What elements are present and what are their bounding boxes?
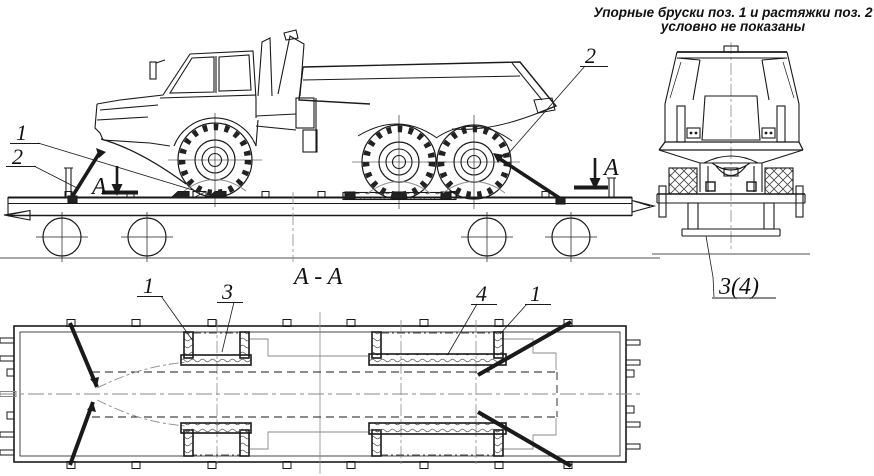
front-mirror-left — [676, 105, 686, 143]
note-line-1: Упорные бруски поз. 1 и растяжки поз. 2 — [593, 5, 873, 20]
end-fittings — [0, 337, 641, 456]
front-view: 3(4) — [652, 42, 810, 300]
left-end-bracket — [3, 209, 31, 221]
section-label-right: A — [602, 155, 619, 181]
note-line-2: условно не показаны — [660, 19, 806, 34]
right-stanchion — [607, 177, 616, 199]
windshield — [168, 56, 215, 94]
articulation-joint — [255, 97, 318, 153]
flatcar-side — [3, 167, 657, 262]
callout-side-brace: 2 — [12, 144, 23, 169]
side-view: 1 2 2 A A — [0, 29, 660, 262]
callout-front-block-ref: 3(4) — [718, 274, 759, 300]
section-label-left: A — [90, 174, 107, 200]
callout-plan-4: 4 — [476, 281, 487, 306]
tie-rod-rear — [493, 153, 566, 205]
plan-callouts: 1 3 4 1 — [137, 273, 551, 355]
axle-centerlines — [216, 320, 477, 466]
plan-view-title: A - A — [292, 264, 343, 290]
hatch-panel-right — [764, 167, 794, 195]
rear-fenders — [357, 123, 513, 142]
right-end-bracket — [631, 199, 657, 213]
truck-front — [658, 45, 804, 195]
front-mirror-right — [776, 105, 786, 143]
mirror — [149, 61, 157, 80]
hidden-truck-outline — [92, 338, 558, 450]
dump-truck-side — [94, 29, 558, 209]
callout-plan-block-front: 1 — [143, 273, 154, 298]
dump-body — [298, 61, 558, 130]
callout-plan-block-rear: 1 — [530, 281, 541, 306]
headlight-left — [686, 127, 701, 139]
stake-pockets-plan — [66, 319, 573, 469]
chock-assemblies-plan — [180, 331, 507, 457]
guy-braces-plan — [68, 320, 573, 468]
drawing-note: Упорные бруски поз. 1 и растяжки поз. 2 … — [593, 5, 873, 34]
callout-plan-3: 3 — [221, 279, 233, 304]
flatcar-front — [652, 185, 810, 255]
headlight-right — [761, 127, 776, 139]
plan-view: A - A — [0, 264, 641, 474]
bogie-wheels — [36, 212, 597, 262]
tie-rod-front — [67, 148, 106, 204]
callout-side-brace-right: 2 — [585, 43, 596, 68]
hatch-panel-left — [668, 167, 698, 195]
wheel-front — [168, 113, 262, 207]
front-callout: 3(4) — [705, 235, 776, 300]
callout-side-block: 1 — [16, 120, 27, 145]
truck-cab — [94, 50, 259, 185]
front-windshield — [701, 95, 761, 141]
door-window — [218, 54, 252, 92]
chock-rear-side — [342, 191, 457, 201]
section-arrow-left: A — [90, 166, 138, 200]
exhaust-guard — [257, 29, 305, 97]
section-arrow-right: A — [574, 155, 619, 190]
